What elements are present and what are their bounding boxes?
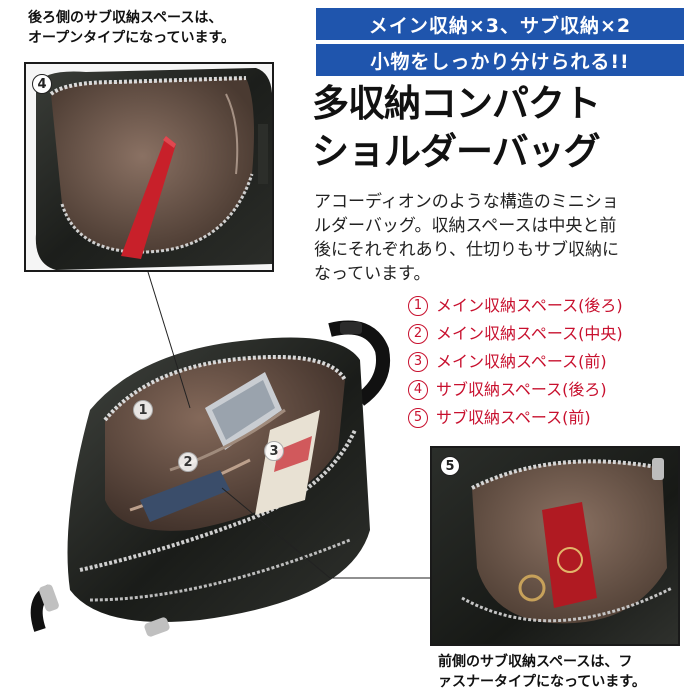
description-line: 後にそれぞれあり、仕切りもサブ収納に <box>314 240 619 260</box>
badge-4-rear-sub: 4 <box>32 74 52 94</box>
legend-item-3: 3 メイン収納スペース(前) <box>408 348 623 376</box>
caption-front-line1: 前側のサブ収納スペースは、フ <box>438 654 633 670</box>
caption-rear-line1: 後ろ側のサブ収納スペースは、 <box>28 10 223 26</box>
legend-item-2: 2 メイン収納スペース(中央) <box>408 320 623 348</box>
bag-rear-pocket-illustration <box>26 64 272 270</box>
legend-label: メイン収納スペース(中央) <box>436 324 623 343</box>
bag-main-compartments-illustration <box>30 320 390 637</box>
legend-number: 1 <box>408 296 428 316</box>
caption-front-line2: ァスナータイプになっています。 <box>438 674 646 690</box>
legend-label: サブ収納スペース(前) <box>436 408 591 427</box>
bag-front-pocket-illustration <box>432 448 678 644</box>
description-line: なっています。 <box>314 264 431 284</box>
photo-main-bag: 1 2 3 <box>20 300 400 645</box>
legend-label: メイン収納スペース(後ろ) <box>436 296 623 315</box>
product-title-line1: 多収納コンパクト <box>312 82 601 125</box>
product-title-line2: ショルダーバッグ <box>312 130 601 173</box>
photo-rear-sub-storage: 4 <box>24 62 274 272</box>
storage-legend: 1 メイン収納スペース(後ろ) 2 メイン収納スペース(中央) 3 メイン収納ス… <box>408 292 623 432</box>
legend-number: 4 <box>408 380 428 400</box>
headline-bar-storage-count: メイン収納×3、サブ収納×2 <box>316 8 684 40</box>
legend-number: 3 <box>408 352 428 372</box>
badge-1-rear-main: 1 <box>133 400 153 420</box>
callout-line-front-sub <box>221 487 430 579</box>
caption-front-sub-storage: 前側のサブ収納スペースは、フ ァスナータイプになっています。 <box>438 652 646 692</box>
photo-front-sub-storage: 5 <box>430 446 680 646</box>
badge-3-front-main: 3 <box>264 441 284 461</box>
legend-number: 5 <box>408 408 428 428</box>
description-line: ルダーバッグ。収納スペースは中央と前 <box>314 216 617 236</box>
headline-bar-organize: 小物をしっかり分けられる!! <box>316 44 684 76</box>
caption-rear-line2: オープンタイプになっています。 <box>28 30 236 46</box>
product-description: アコーディオンのような構造のミニショ ルダーバッグ。収納スペースは中央と前 後に… <box>314 190 694 286</box>
legend-item-5: 5 サブ収納スペース(前) <box>408 404 623 432</box>
description-line: アコーディオンのような構造のミニショ <box>314 192 619 212</box>
legend-item-4: 4 サブ収納スペース(後ろ) <box>408 376 623 404</box>
callout-line-rear-sub <box>147 271 191 409</box>
badge-5-front-sub: 5 <box>440 456 460 476</box>
legend-label: メイン収納スペース(前) <box>436 352 607 371</box>
legend-number: 2 <box>408 324 428 344</box>
legend-item-1: 1 メイン収納スペース(後ろ) <box>408 292 623 320</box>
caption-rear-sub-storage: 後ろ側のサブ収納スペースは、 オープンタイプになっています。 <box>28 8 235 48</box>
badge-2-center-main: 2 <box>178 452 198 472</box>
legend-label: サブ収納スペース(後ろ) <box>436 380 607 399</box>
